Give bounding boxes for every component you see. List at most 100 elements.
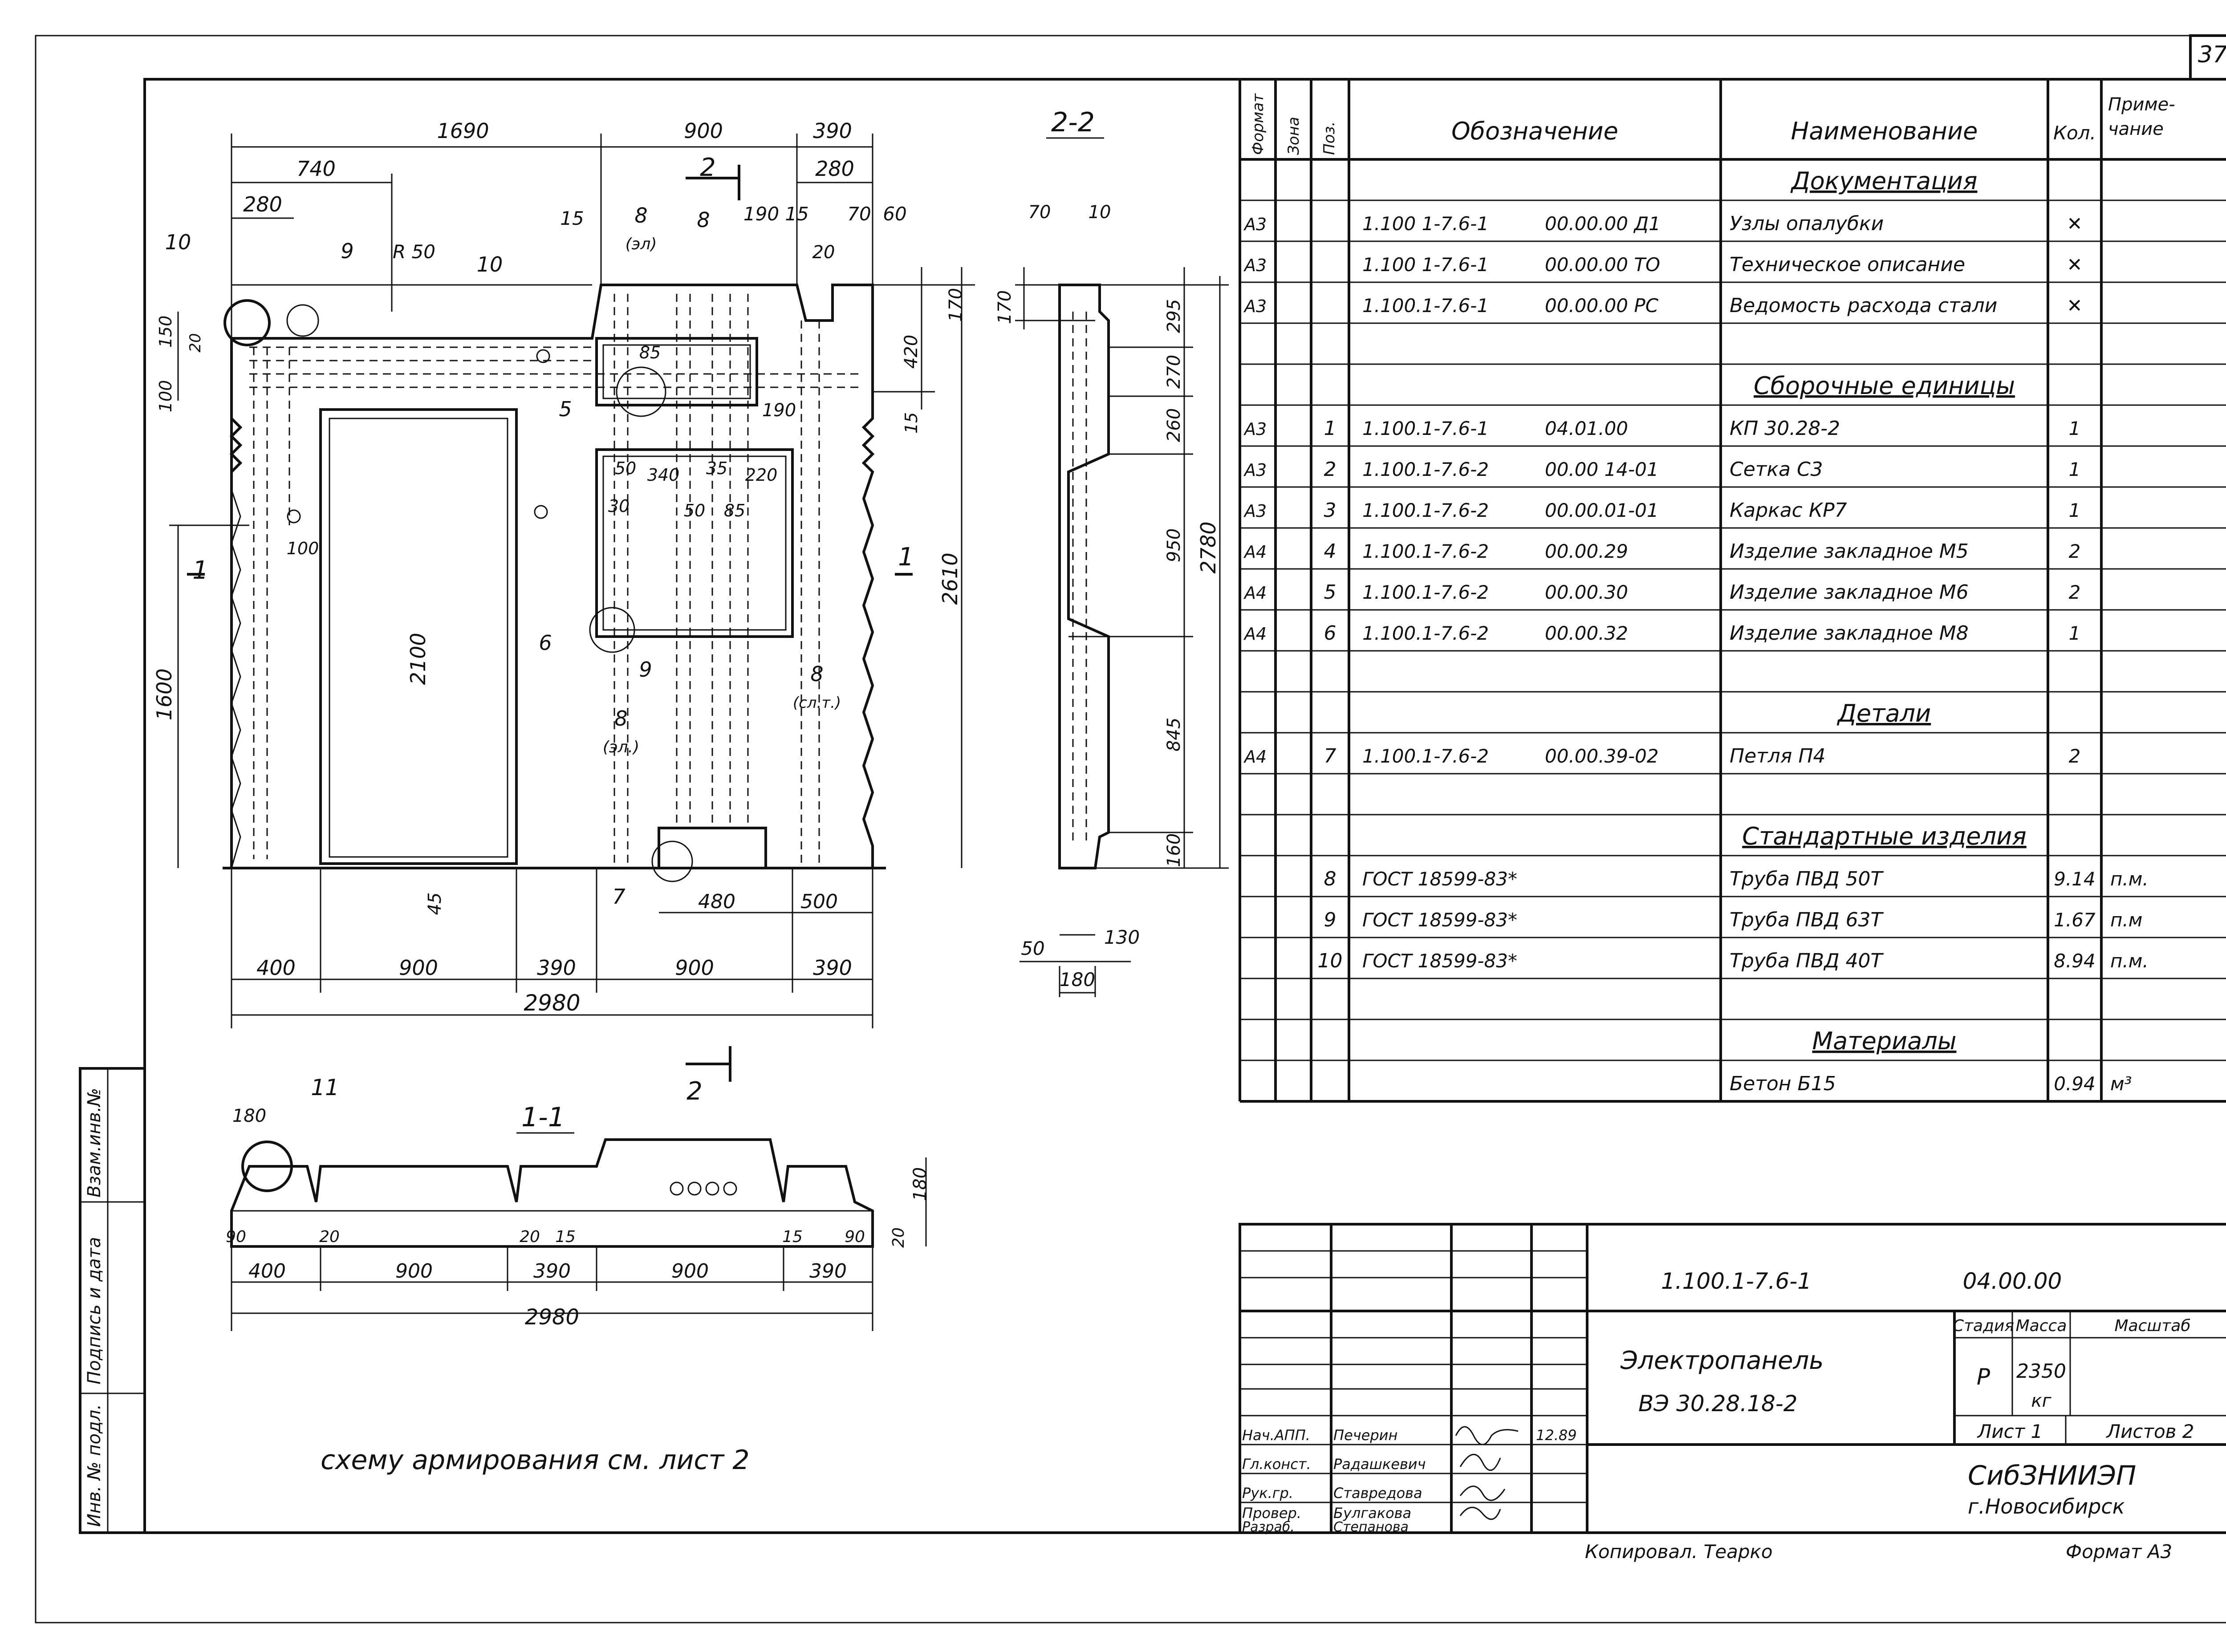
tb-name-1: Электропанель — [1620, 1346, 1824, 1375]
dim-420: 420 — [901, 335, 922, 369]
spec-row-designation: 1.100.1-7.6-2 — [1362, 581, 1489, 603]
dim-500: 500 — [800, 890, 838, 913]
dim-15-b: 15 — [785, 203, 808, 225]
tb-code2: 04.00.00 — [1963, 1268, 2062, 1294]
dim-480: 480 — [698, 890, 735, 913]
sec22-dim-10: 10 — [1089, 202, 1111, 223]
tb-date-0: 12.89 — [1536, 1427, 1577, 1444]
spec-row-qty: 9.14 — [2054, 868, 2096, 890]
spec-header-qty: Кол. — [2053, 122, 2096, 144]
dim-overall-2980: 2980 — [524, 990, 580, 1016]
spec-row-format: А3 — [1243, 256, 1267, 275]
dim-280-left: 280 — [243, 192, 282, 216]
sec11-dim-20-a: 20 — [319, 1228, 340, 1246]
tb-role-3: Провер. — [1242, 1505, 1301, 1522]
spec-header-note-0: Приме- — [2108, 94, 2175, 115]
spec-row-name: Изделие закладное М6 — [1730, 581, 1969, 604]
sec11-dim-400: 400 — [248, 1260, 286, 1283]
dim-r50: R 50 — [393, 241, 435, 263]
section-cut-2-top: 2 — [700, 153, 716, 182]
spec-row-pos: 7 — [1324, 745, 1336, 767]
spec-section-title: Сборочные единицы — [1754, 372, 2015, 400]
spec-header-0: Формат — [1249, 93, 1267, 155]
callout-circle-7 — [651, 840, 693, 882]
stamp-signature-date: Подпись и дата — [84, 1237, 105, 1384]
callout-8-slt: (сл.т.) — [793, 694, 841, 712]
spec-row-qty: ✕ — [2067, 295, 2082, 317]
callout-10-right: 10 — [477, 252, 503, 276]
callout-5: 5 — [559, 397, 572, 421]
spec-header-2: Поз. — [1320, 122, 1338, 155]
callout-8-a: 8 — [634, 203, 647, 227]
spec-row-format: А4 — [1243, 542, 1267, 562]
spec-row-name: Петля П4 — [1730, 745, 1825, 767]
dim-20-left: 20 — [187, 333, 204, 352]
dim-50-inner: 50 — [615, 459, 636, 478]
tb-sheets: Листов 2 — [2106, 1421, 2194, 1442]
dim-bottom-390-a: 390 — [537, 956, 576, 980]
sec22-dim-180: 180 — [1060, 969, 1095, 990]
section-2-2: 2-2 70 10 170 295 270 260 950 845 160 27… — [995, 107, 1229, 997]
dim-35: 35 — [706, 459, 727, 478]
dim-1690: 1690 — [437, 119, 489, 143]
spec-row-pos: 2 — [1324, 458, 1336, 481]
sec22-dim-260: 260 — [1164, 408, 1184, 442]
callout-circle-11 — [241, 1141, 293, 1192]
spec-row-format: А3 — [1243, 419, 1267, 439]
tb-person-0: Печерин — [1333, 1427, 1397, 1444]
tb-mass-hdr: Масса — [2016, 1317, 2067, 1335]
sec22-dim-70: 70 — [1028, 202, 1051, 223]
spec-row-code: 00.00.01-01 — [1545, 499, 1659, 521]
page-number-box — [2189, 34, 2226, 81]
sec11-dim-390-a: 390 — [533, 1260, 571, 1283]
callout-8-el-lower: (эл.) — [603, 738, 639, 756]
spec-row-format: А3 — [1243, 460, 1267, 480]
callout-8-lower: 8 — [614, 706, 627, 731]
dim-70: 70 — [847, 203, 871, 225]
page-border — [35, 35, 2226, 1624]
spec-row-format: А3 — [1243, 215, 1267, 234]
tb-mass-unit: кг — [2031, 1391, 2051, 1411]
signature-0 — [1455, 1426, 1519, 1445]
callout-10-left: 10 — [165, 230, 191, 254]
sec11-dim-390-b: 390 — [809, 1260, 847, 1283]
tb-role-0: Нач.АПП. — [1242, 1427, 1310, 1444]
sec22-dim-845: 845 — [1164, 718, 1184, 751]
spec-row-code: 00.00.00 Д1 — [1545, 213, 1661, 235]
spec-row-note: п.м. — [2110, 950, 2149, 972]
spec-row-qty: 1 — [2069, 418, 2081, 439]
opening-upper — [595, 448, 794, 638]
callout-9: 9 — [341, 239, 353, 263]
spec-row-pos: 8 — [1324, 868, 1336, 890]
section-cut-1-left: 1 — [192, 556, 208, 585]
spec-row-qty: 1.67 — [2054, 909, 2096, 931]
sec11-dim-90-right: 90 — [845, 1228, 865, 1246]
spec-row-designation: 1.100.1-7.6-2 — [1362, 459, 1489, 480]
dim-2100: 2100 — [406, 633, 430, 685]
spec-row-qty: 8.94 — [2054, 950, 2096, 972]
section-2-2-title: 2-2 — [1051, 107, 1095, 138]
spec-row-pos: 10 — [1318, 950, 1343, 972]
dim-15-a: 15 — [560, 207, 584, 229]
spec-row-name: Техническое описание — [1730, 253, 1965, 276]
sec11-dim-180-right: 180 — [910, 1167, 930, 1201]
sec11-dim-90-left: 90 — [226, 1228, 246, 1246]
reinforcement-note: схему армирования см. лист 2 — [321, 1445, 750, 1476]
spec-row-name: Труба ПВД 63Т — [1730, 909, 1884, 931]
spec-row-format: А3 — [1243, 501, 1267, 521]
spec-row-designation: 1.100 1-7.6-1 — [1362, 213, 1489, 235]
spec-row-code: 04.01.00 — [1545, 418, 1628, 439]
tb-code: 1.100.1-7.6-1 — [1661, 1268, 1812, 1294]
spec-row-code: 00.00 14-01 — [1545, 459, 1659, 480]
spec-row-name: Бетон Б15 — [1730, 1072, 1836, 1095]
sec11-dim-15-a: 15 — [555, 1228, 576, 1246]
spec-row-qty: 0.94 — [2054, 1073, 2096, 1095]
dim-340: 340 — [647, 465, 680, 485]
spec-row-code: 00.00.32 — [1545, 622, 1628, 644]
spec-row-designation: 1.100.1-7.6-2 — [1362, 540, 1489, 562]
spec-row-name: Изделие закладное М8 — [1730, 622, 1969, 645]
spec-row-qty: ✕ — [2067, 254, 2082, 276]
format-note: Формат А3 — [2066, 1541, 2172, 1563]
tb-role-1: Гл.конст. — [1242, 1456, 1311, 1473]
copied-by: Копировал. Теарко — [1585, 1541, 1773, 1563]
